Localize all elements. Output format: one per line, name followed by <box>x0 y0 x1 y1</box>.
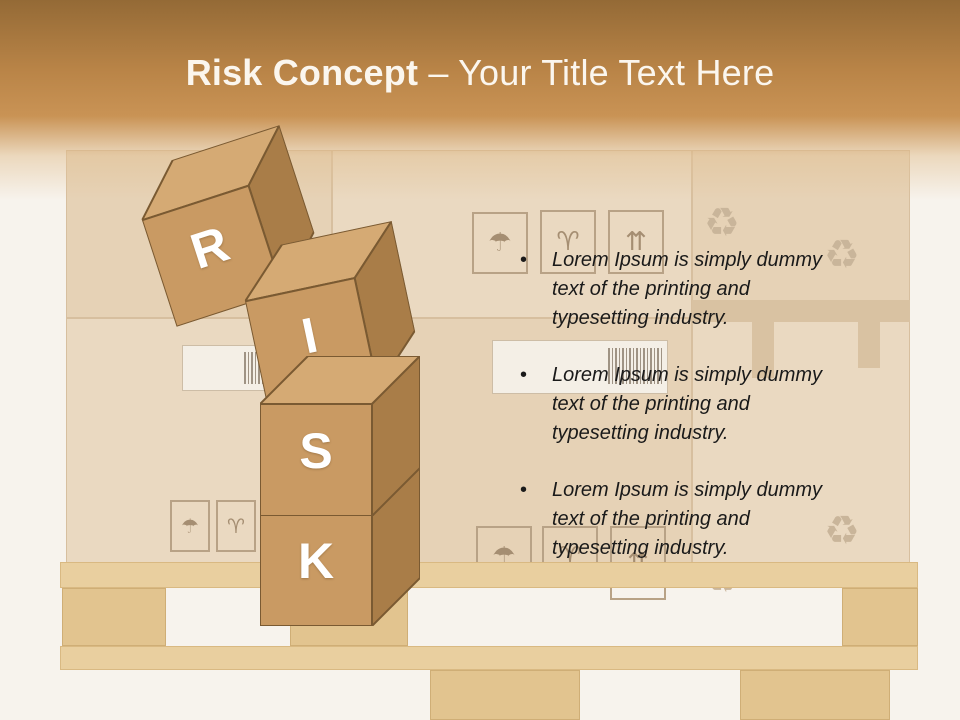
recycle-icon: ♻ <box>704 200 740 246</box>
pallet-block <box>430 670 580 720</box>
bullet-item: • Lorem Ipsum is simply dummy text of th… <box>520 246 840 333</box>
header-band <box>0 0 960 200</box>
title-bold: Risk Concept <box>185 52 419 93</box>
bullet-text: Lorem Ipsum is simply dummy text of the … <box>552 479 823 559</box>
pallet-slat <box>60 562 918 588</box>
background-tape <box>752 318 774 378</box>
bullet-item: • Lorem Ipsum is simply dummy text of th… <box>520 476 840 563</box>
this-way-up-icon: ⇈ <box>608 210 664 274</box>
bullet-marker: • <box>520 364 528 386</box>
bullet-text: Lorem Ipsum is simply dummy text of the … <box>552 249 823 329</box>
recycle-icon: ♻ <box>824 508 860 554</box>
bullet-list: • Lorem Ipsum is simply dummy text of th… <box>520 246 840 591</box>
pallet-slat <box>60 646 918 670</box>
background-tape <box>858 318 880 368</box>
risk-letter: K <box>297 533 335 589</box>
bullet-item: • Lorem Ipsum is simply dummy text of th… <box>520 361 840 448</box>
bullet-marker: • <box>520 249 528 271</box>
background-tape <box>692 300 910 322</box>
fragile-glass-icon: ♈ <box>216 500 256 552</box>
pallet-block <box>62 588 166 646</box>
risk-box-r: R <box>127 125 329 327</box>
pallet-block <box>842 588 918 646</box>
cube-shape <box>140 125 316 327</box>
pallet-block <box>740 670 890 720</box>
risk-box-s: S <box>260 356 420 516</box>
umbrella-icon: ☂ <box>472 212 528 274</box>
barcode <box>608 348 662 384</box>
bullet-text: Lorem Ipsum is simply dummy text of the … <box>552 364 823 444</box>
umbrella-icon: ☂ <box>170 500 210 552</box>
recycle-icon: ♻ <box>824 232 860 278</box>
slide-title: Risk Concept – Your Title Text Here <box>0 52 960 94</box>
cube-shape <box>260 356 420 516</box>
fragile-glass-icon: ♈ <box>540 210 596 274</box>
risk-letter: S <box>299 423 333 479</box>
title-rest: – Your Title Text Here <box>418 52 775 93</box>
bullet-marker: • <box>520 479 528 501</box>
